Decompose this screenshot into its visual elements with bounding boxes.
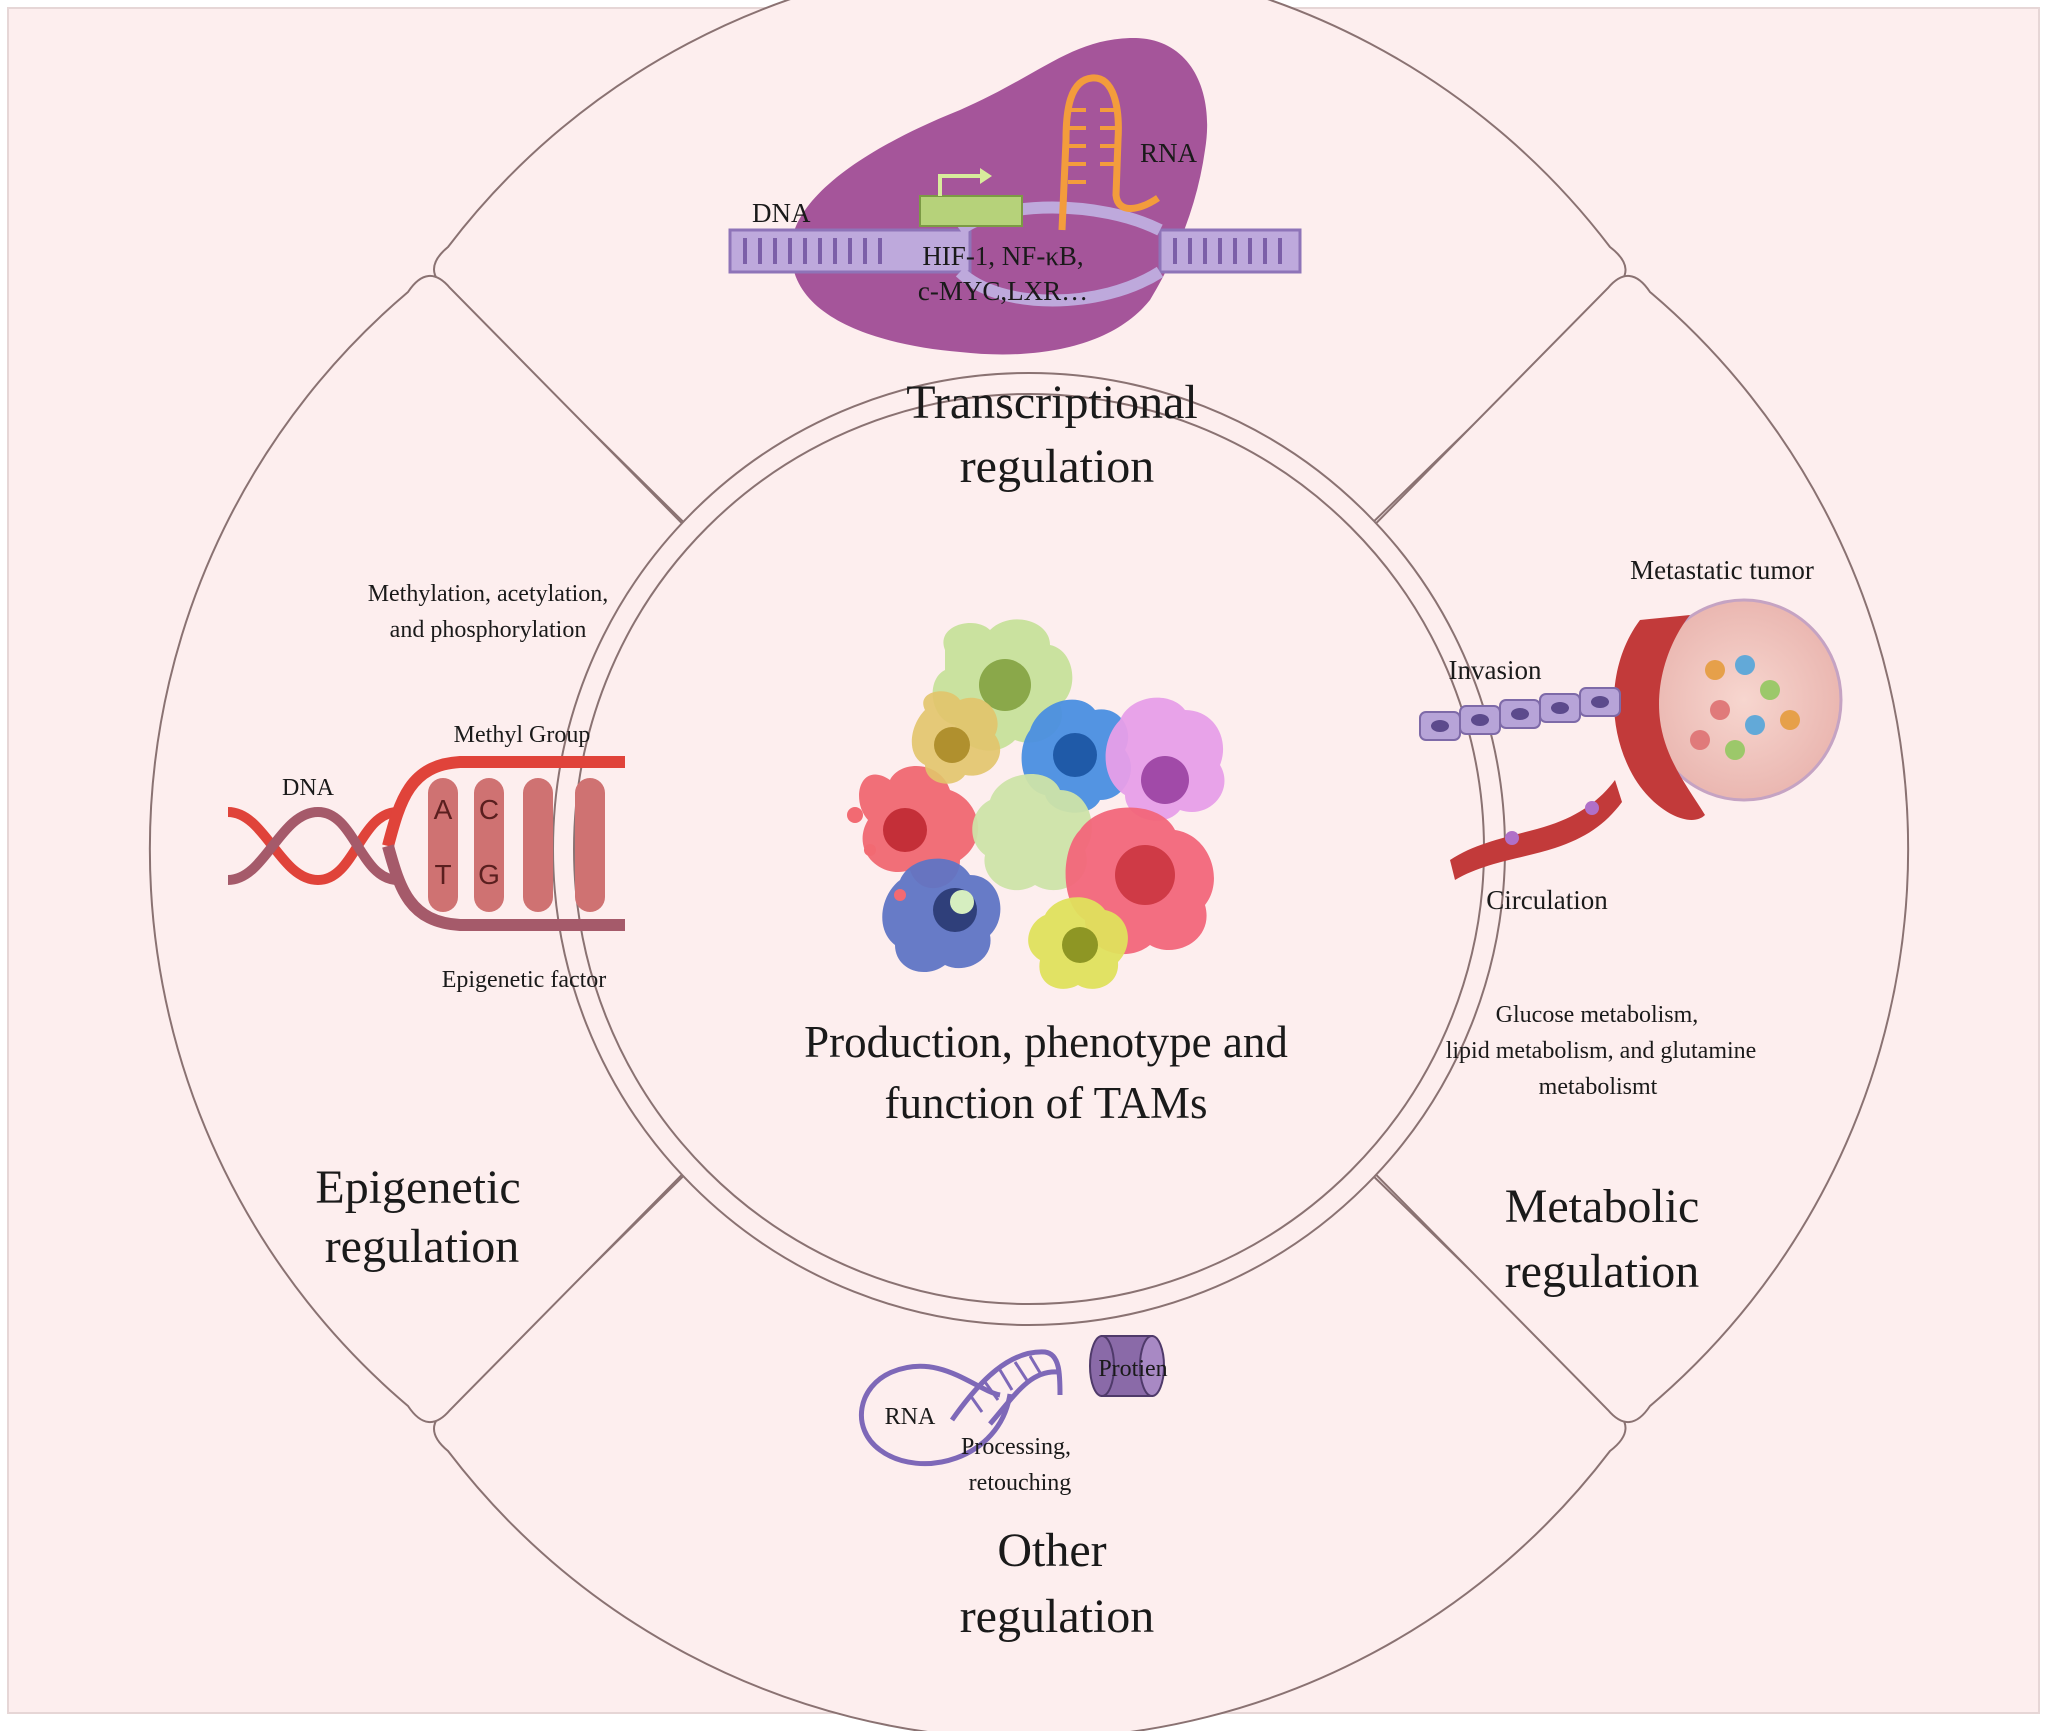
circulation-vessel xyxy=(1450,780,1622,880)
metabolic-title-line2: regulation xyxy=(1505,1245,1700,1298)
circulation-label: Circulation xyxy=(1486,885,1608,915)
protein-label: Protien xyxy=(1098,1356,1167,1382)
dna-label-transcription: DNA xyxy=(752,198,811,228)
center-title-line2: function of TAMs xyxy=(884,1078,1207,1128)
transcription-factors-line1: HIF-1, NF-κB, xyxy=(922,241,1083,271)
base-a: A xyxy=(434,794,453,825)
epigenetic-title-line1: Epigenetic xyxy=(315,1161,520,1214)
promoter-box xyxy=(919,195,1023,227)
epigenetic-mods-line2: and phosphorylation xyxy=(390,617,587,643)
rna-hairpin xyxy=(1058,74,1160,231)
metabolism-line2: lipid metabolism, and glutamine xyxy=(1446,1038,1757,1064)
dna-ladder xyxy=(728,201,1302,307)
methyl-group-label: Methyl Group xyxy=(454,722,591,748)
epigenetic-title-line2: regulation xyxy=(325,1220,520,1273)
base-t: T xyxy=(434,859,451,890)
metastatic-tumor-label: Metastatic tumor xyxy=(1630,555,1814,585)
metastasis-illustration xyxy=(1419,598,1843,880)
metabolism-line3: metabolismt xyxy=(1539,1074,1658,1100)
transcriptional-title-line1: Transcriptional xyxy=(906,376,1198,429)
transcriptional-title-line2: regulation xyxy=(960,440,1155,493)
rna-label-transcription: RNA xyxy=(1140,138,1198,168)
base-g: G xyxy=(478,859,500,890)
promoter-arrow xyxy=(938,174,985,196)
dna-label-epigenetic: DNA xyxy=(282,775,335,801)
invasion-label: Invasion xyxy=(1449,655,1542,685)
rna-label-other: RNA xyxy=(885,1404,936,1430)
invasion-cells xyxy=(1419,687,1621,741)
processing-line2: retouching xyxy=(969,1470,1072,1496)
other-title-line2: regulation xyxy=(960,1590,1155,1643)
rna-protein-illustration xyxy=(859,1335,1165,1466)
epigenetic-factor-label: Epigenetic factor xyxy=(442,967,607,993)
rna-rungs xyxy=(1068,108,1118,184)
epigenetic-mods-line1: Methylation, acetylation, xyxy=(368,581,609,607)
dna-rungs xyxy=(743,238,1282,264)
metabolism-line1: Glucose metabolism, xyxy=(1496,1002,1699,1028)
base-c: C xyxy=(479,794,499,825)
transcription-factors-line2: c-MYC,LXR… xyxy=(918,276,1088,306)
other-title-line1: Other xyxy=(997,1524,1106,1577)
center-title-line1: Production, phenotype and xyxy=(804,1017,1288,1067)
metabolic-title-line1: Metabolic xyxy=(1505,1180,1700,1233)
transcription-illustration xyxy=(728,37,1302,355)
processing-line1: Processing, xyxy=(961,1434,1071,1460)
tam-cells-illustration xyxy=(847,619,1225,989)
epigenetic-illustration xyxy=(227,756,625,931)
